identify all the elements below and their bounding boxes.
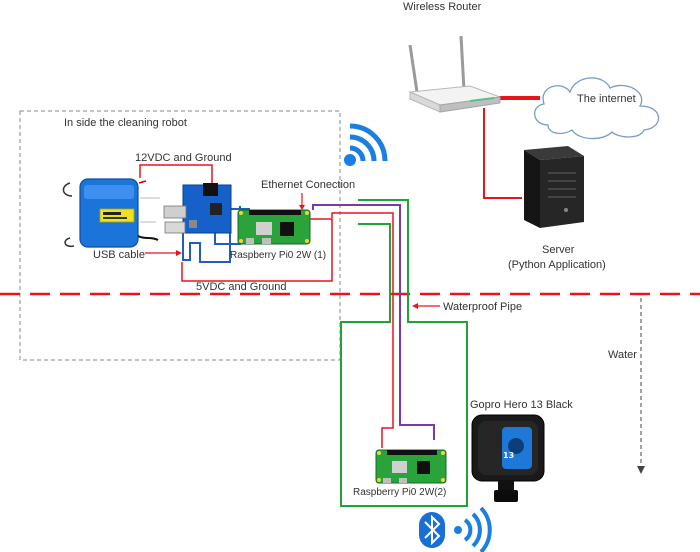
internet-label: The internet [577,93,636,105]
power-12v-label: 12VDC and Ground [135,152,232,164]
red-wire-pi2 [331,212,394,448]
usb-arrowhead [176,250,182,256]
router-server-link [483,108,522,199]
robot-enclosure-box [19,110,341,361]
ethernet-label: Ethernet Conection [261,179,355,191]
water-label: Water [608,349,637,361]
power-5v-label: 5VDC and Ground [196,281,287,293]
pi-2-label: Raspberry Pi0 2W(2) [353,487,446,498]
battery-pack-icon [62,178,160,248]
wireless-router-icon [408,35,501,113]
wifi-icon [344,123,388,166]
green-wire-outer [340,199,468,507]
purple-wire [312,204,435,440]
raspberry-pi-2 [375,449,447,484]
robot-box-label: In side the cleaning robot [64,117,187,129]
power-5v-wire [181,218,333,282]
router-label: Wireless Router [403,1,482,13]
usb-label: USB cable [93,249,145,261]
raspberry-pi-1 [237,209,311,245]
pipe-label: Waterproof Pipe [443,301,522,313]
dc-converter-icon [163,183,232,234]
svg-text:13: 13 [503,451,514,460]
power-12v-wire [139,164,213,184]
gopro-label: Gopro Hero 13 Black [470,399,573,411]
server-app-label: (Python Application) [508,259,606,271]
ethernet-arrowhead [299,205,305,210]
bluetooth-icon [419,512,445,548]
pi-1-label: Raspberry Pi0 2W (1) [230,250,326,261]
wifi-signal-icon [454,506,492,552]
water-depth-arrowhead [637,466,645,474]
pipe-arrowhead [412,303,418,309]
server-tower-icon [524,146,584,228]
action-camera-icon: 13 [471,414,545,502]
server-name-label: Server [542,244,575,256]
cloud-icon [534,77,660,140]
